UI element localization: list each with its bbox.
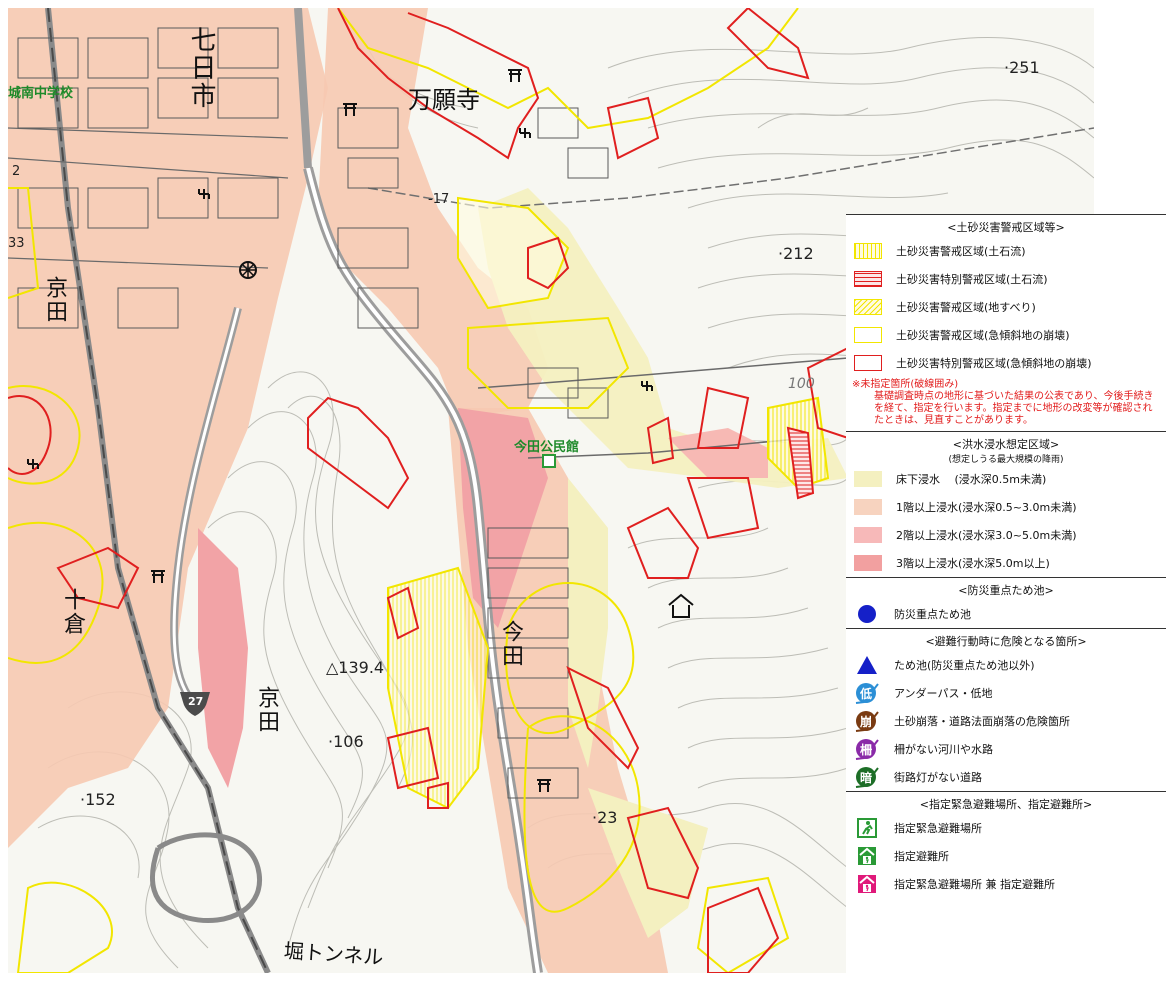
legend-item: 床下浸水 (浸水深0.5m未満) xyxy=(846,465,1166,493)
legend-item: 指定避難所 xyxy=(846,842,1166,870)
note-title: ※未指定箇所(破線囲み) xyxy=(852,379,959,390)
icon-glyph: 柵 xyxy=(859,742,872,757)
combined-shelter-icon xyxy=(854,873,880,895)
elevation-label: 33 xyxy=(8,236,25,251)
evacuation-site-icon xyxy=(854,817,880,839)
no-fence-icon: 柵 xyxy=(854,738,880,760)
elevation-label: ·152 xyxy=(80,790,116,809)
legend-item: 土砂災害特別警戒区域(急傾斜地の崩壊) xyxy=(846,349,1166,377)
legend-label: 土砂災害警戒区域(地すべり) xyxy=(896,301,1036,314)
legend-label: 土砂崩落・道路法面崩落の危険箇所 xyxy=(894,715,1070,728)
underpass-icon: 低 xyxy=(854,682,880,704)
swatch-flood-3f xyxy=(854,555,882,571)
place-label: 京田 xyxy=(254,686,279,734)
elevation-label: ·212 xyxy=(778,244,814,263)
swatch-steep-slope-special xyxy=(854,355,882,371)
swatch-flood-2f xyxy=(854,527,882,543)
legend-label: 土砂災害警戒区域(急傾斜地の崩壊) xyxy=(896,329,1070,342)
elevation-label: ·106 xyxy=(328,732,364,751)
legend-item: 指定緊急避難場所 xyxy=(846,814,1166,842)
swatch-landslide-warning xyxy=(854,299,882,315)
flood-zones xyxy=(8,8,848,973)
place-label: 七日市 xyxy=(186,26,216,110)
elevation-label: -17 xyxy=(428,192,450,207)
legend-label: 床下浸水 (浸水深0.5m未満) xyxy=(896,473,1047,486)
legend-label: 指定避難所 xyxy=(894,850,949,863)
town-blocks xyxy=(17,27,609,799)
icon-glyph: 暗 xyxy=(859,770,872,785)
blue-circle-icon xyxy=(854,603,880,625)
hall-label: 今田公民館 xyxy=(514,440,580,455)
legend-note: ※未指定箇所(破線囲み) 基礎調査時点の地形に基づいた結果の公表であり、今後手続… xyxy=(846,377,1166,431)
hall-evacuation-icon xyxy=(542,454,556,468)
legend-item: 暗 街路灯がない道路 xyxy=(846,763,1166,791)
legend-label: 街路灯がない道路 xyxy=(894,771,982,784)
icon-glyph: 低 xyxy=(859,686,872,701)
legend-label: 柵がない河川や水路 xyxy=(894,743,993,756)
legend-item: 3階以上浸水(浸水深5.0m以上) xyxy=(846,549,1166,577)
place-label: 万願寺 xyxy=(408,86,480,114)
legend-item: 指定緊急避難場所 兼 指定避難所 xyxy=(846,870,1166,898)
legend-item: ため池(防災重点ため池以外) xyxy=(846,651,1166,679)
legend-section-title: <避難行動時に危険となる箇所> xyxy=(846,628,1166,651)
swatch-debris-flow-warning xyxy=(854,243,882,259)
roads xyxy=(8,8,1094,973)
legend-item: 防災重点ため池 xyxy=(846,600,1166,628)
legend-label: ため池(防災重点ため池以外) xyxy=(894,659,1035,672)
legend-item: 崩 土砂崩落・道路法面崩落の危険箇所 xyxy=(846,707,1166,735)
place-label: 十倉 xyxy=(60,588,85,636)
legend-section-title: <防災重点ため池> xyxy=(846,577,1166,600)
legend-item: 1階以上浸水(浸水深0.5~3.0m未満) xyxy=(846,493,1166,521)
no-streetlight-icon: 暗 xyxy=(854,766,880,788)
school-label: 城南中学校 xyxy=(8,86,74,101)
legend-label: 1階以上浸水(浸水深0.5~3.0m未満) xyxy=(896,501,1077,514)
elevation-label: ·251 xyxy=(1004,58,1040,77)
map-symbols xyxy=(27,69,694,792)
legend-item: 土砂災害警戒区域(地すべり) xyxy=(846,293,1166,321)
legend-section-title: <土砂災害警戒区域等> xyxy=(846,214,1166,237)
legend-label: 指定緊急避難場所 兼 指定避難所 xyxy=(894,878,1055,891)
legend-item: 低 アンダーパス・低地 xyxy=(846,679,1166,707)
legend-label: 土砂災害特別警戒区域(土石流) xyxy=(896,273,1048,286)
shelter-icon xyxy=(854,845,880,867)
elevation-label: △139.4 xyxy=(326,658,385,677)
legend-item: 柵 柵がない河川や水路 xyxy=(846,735,1166,763)
legend-item: 土砂災害警戒区域(土石流) xyxy=(846,237,1166,265)
swatch-steep-slope-warning xyxy=(854,327,882,343)
icon-glyph: 崩 xyxy=(859,714,872,729)
route-number: 27 xyxy=(188,695,204,708)
legend-item: 土砂災害警戒区域(急傾斜地の崩壊) xyxy=(846,321,1166,349)
legend-label: 2階以上浸水(浸水深3.0~5.0m未満) xyxy=(896,529,1077,542)
elevation-label: ·23 xyxy=(592,808,618,827)
legend-section-title: <洪水浸水想定区域> xyxy=(846,431,1166,454)
elevation-label: 100 xyxy=(788,376,815,392)
route-marker xyxy=(180,692,210,716)
legend-label: アンダーパス・低地 xyxy=(894,687,993,700)
map-legend: <土砂災害警戒区域等> 土砂災害警戒区域(土石流) 土砂災害特別警戒区域(土石流… xyxy=(846,214,1166,1005)
elevation-label: 2 xyxy=(12,164,21,179)
legend-item: 2階以上浸水(浸水深3.0~5.0m未満) xyxy=(846,521,1166,549)
legend-label: 防災重点ため池 xyxy=(894,608,971,621)
place-label: 今田 xyxy=(498,620,523,668)
landslide-icon: 崩 xyxy=(854,710,880,732)
legend-section-subtitle: (想定しうる最大規模の降雨) xyxy=(948,455,1064,465)
note-body: 基礎調査時点の地形に基づいた結果の公表であり、今後手続きを経て、指定を行います。… xyxy=(874,391,1154,426)
legend-item: 土砂災害特別警戒区域(土石流) xyxy=(846,265,1166,293)
legend-label: 土砂災害特別警戒区域(急傾斜地の崩壊) xyxy=(896,357,1092,370)
swatch-flood-1f xyxy=(854,499,882,515)
legend-label: 3階以上浸水(浸水深5.0m以上) xyxy=(896,557,1050,570)
blue-triangle-icon xyxy=(854,654,880,676)
swatch-debris-flow-special xyxy=(854,271,882,287)
legend-label: 土砂災害警戒区域(土石流) xyxy=(896,245,1026,258)
map-canvas xyxy=(8,8,1094,973)
legend-label: 指定緊急避難場所 xyxy=(894,822,982,835)
swatch-flood-under-floor xyxy=(854,471,882,487)
legend-section-title: <指定緊急避難場所、指定避難所> xyxy=(846,791,1166,814)
place-label: 京田 xyxy=(42,276,67,324)
